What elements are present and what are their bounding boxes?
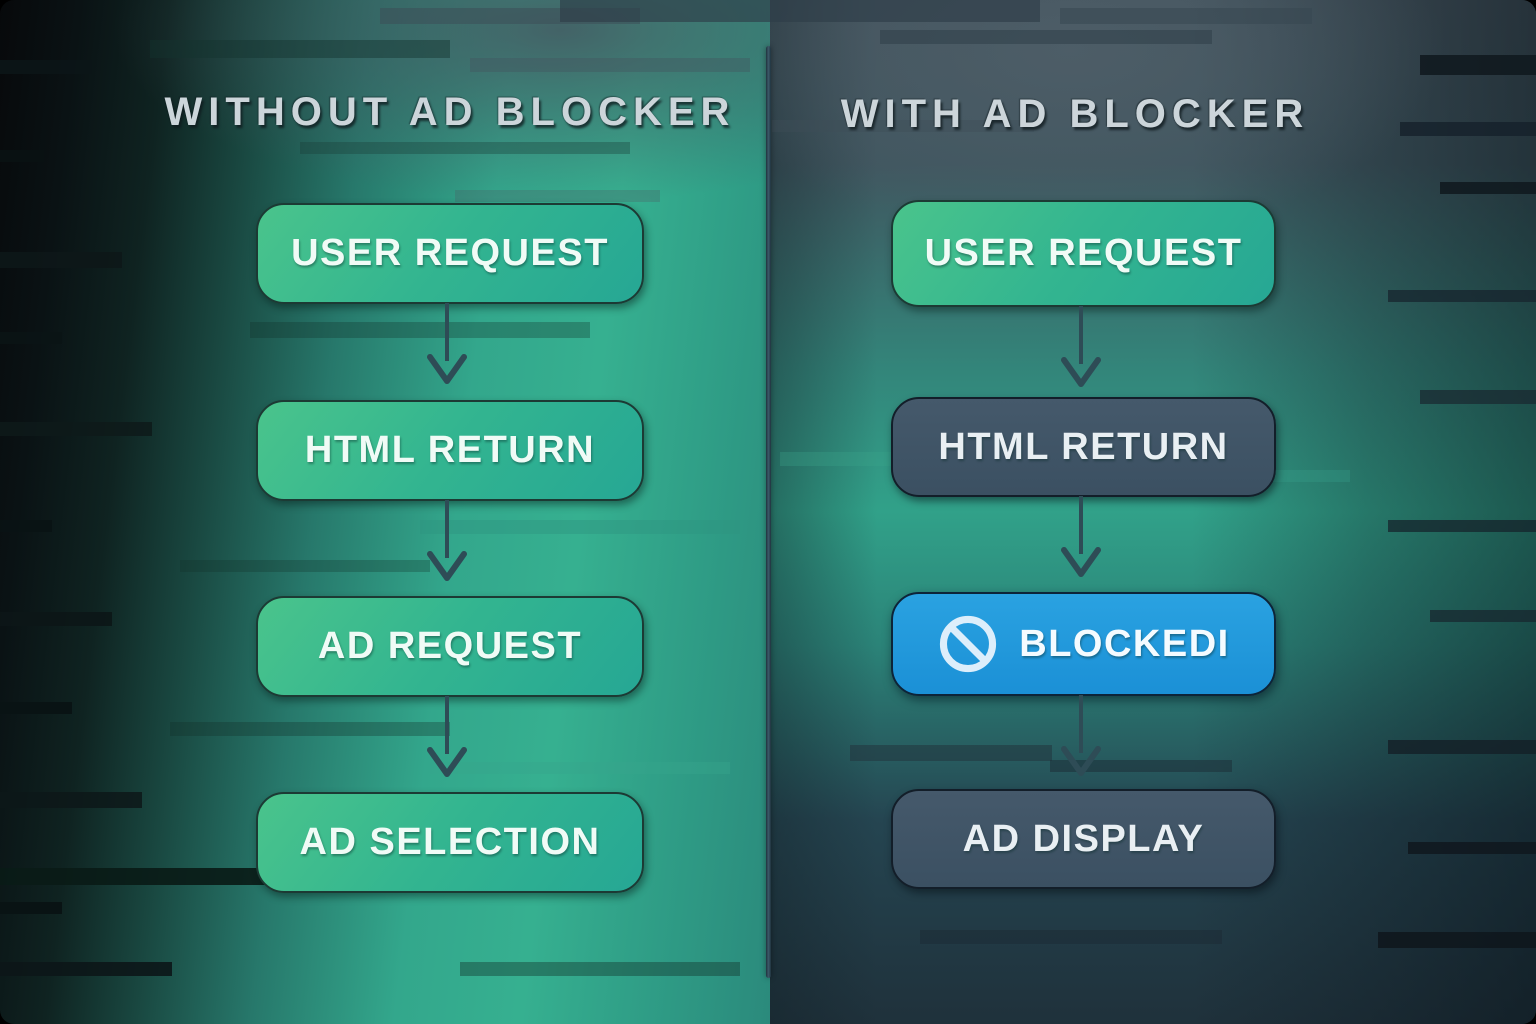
step-label: HTML RETURN	[938, 425, 1229, 468]
flow-step-html-return-left: HTML RETURN	[256, 400, 644, 501]
down-arrow-icon	[427, 500, 467, 581]
right-column-heading: WITH AD BLOCKER	[840, 92, 1310, 136]
step-label: AD SELECTION	[299, 821, 601, 863]
column-divider	[766, 46, 771, 978]
flow-step-user-request-left: USER REQUEST	[256, 203, 644, 304]
flow-step-html-return-right: HTML RETURN	[891, 397, 1276, 497]
step-label: BLOCKEDI	[1019, 622, 1230, 665]
down-arrow-icon	[1061, 695, 1101, 776]
down-arrow-icon	[1061, 306, 1101, 387]
step-label: USER REQUEST	[291, 232, 609, 274]
down-arrow-icon	[1061, 496, 1101, 577]
flow-step-ad-selection: AD SELECTION	[256, 792, 644, 893]
prohibition-icon	[940, 615, 997, 673]
left-column-heading: WITHOUT AD BLOCKER	[164, 90, 736, 134]
flow-step-ad-display: AD DISPLAY	[891, 789, 1276, 889]
down-arrow-icon	[427, 303, 467, 384]
down-arrow-icon	[427, 696, 467, 777]
flow-step-ad-request: AD REQUEST	[256, 596, 644, 697]
step-label: AD DISPLAY	[962, 817, 1205, 860]
flow-step-user-request-right: USER REQUEST	[891, 200, 1276, 307]
step-label: USER REQUEST	[924, 232, 1243, 274]
flow-step-blocked: BLOCKEDI	[891, 592, 1276, 696]
step-label: HTML RETURN	[304, 429, 596, 471]
step-label: AD REQUEST	[317, 625, 583, 667]
